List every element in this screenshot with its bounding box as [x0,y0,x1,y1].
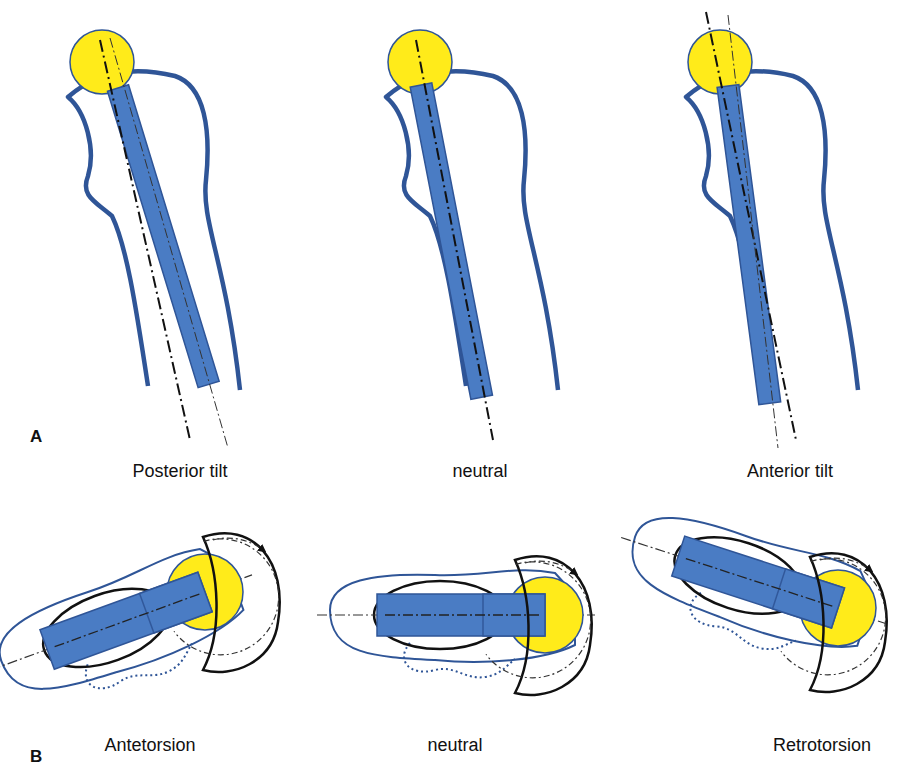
panel-letter: B [30,748,42,767]
view-caption: neutral [452,462,507,482]
view-caption: neutral [427,736,482,756]
antetorsion-figure [0,521,302,728]
view-caption: Retrotorsion [773,736,871,756]
view-caption: Posterior tilt [132,462,227,482]
panel-letter: A [30,428,42,447]
retrotorsion-figure [602,495,909,699]
neutral-tilt-figure [386,30,558,440]
neutral-torsion-figure [317,544,614,701]
posterior-tilt-figure [68,30,240,448]
anterior-tilt-figure [686,12,858,448]
view-caption: Anterior tilt [747,462,833,482]
view-caption: Antetorsion [104,736,195,756]
